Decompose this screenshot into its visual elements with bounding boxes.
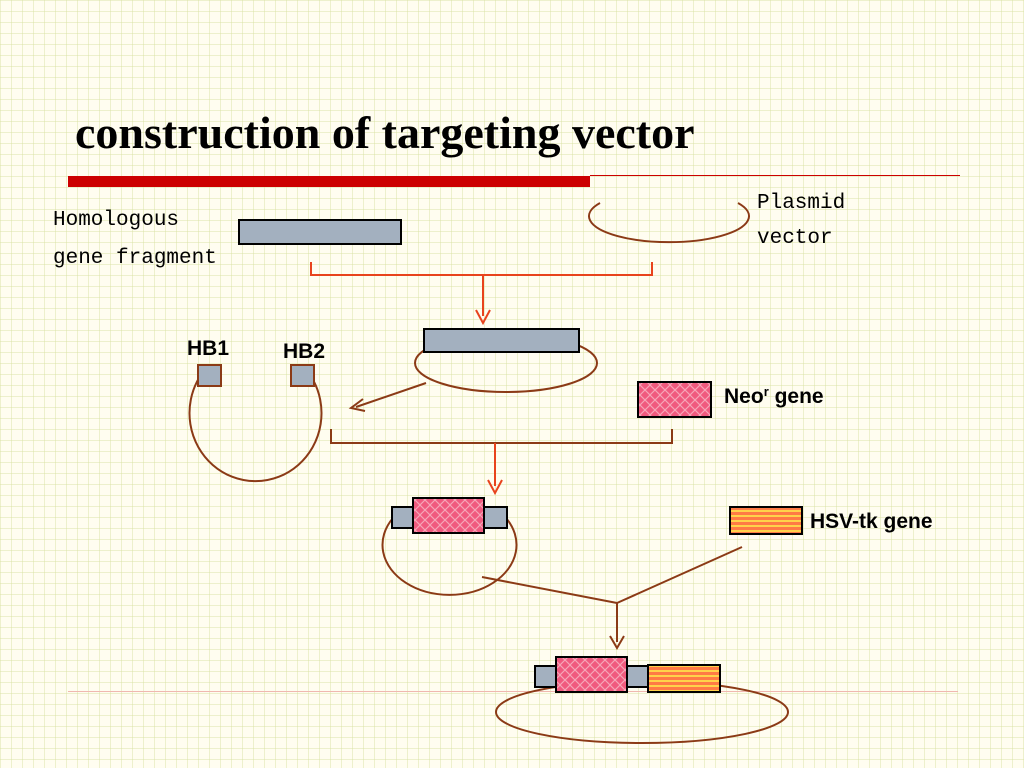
homologous-label-line1: Homologous [53,209,180,232]
homologous-fragment [238,219,402,245]
hb1-block [197,364,222,387]
homologous-label-line2: gene fragment [53,247,217,270]
slide-title: construction of targeting vector [75,107,695,158]
plasmid-vector-open-circle [588,202,750,244]
arrow-1-head [475,309,491,326]
arrow-3-head [609,635,625,650]
inserted-fragment [423,328,580,353]
neo-label-suffix: gene [768,385,824,408]
plasmid-label-line1: Plasmid [757,192,846,215]
title-underline-thin [590,175,960,176]
hb2-block [290,364,315,387]
hb2-label: HB2 [283,340,326,363]
final-neo-block [555,656,628,693]
plasmid-label-line2: vector [757,227,833,250]
final-hb1-block [534,665,559,688]
hsv-tk-gene-label: HSV-tk gene [810,510,933,533]
neo-label-superscript: r [763,384,769,399]
join-bracket-1 [310,262,653,276]
targeting-vector-plasmid [495,680,789,744]
neo-label-main: Neo [724,385,764,408]
final-hsv-tk-block [647,664,721,693]
bottom-divider [68,691,958,692]
neo-gene-label: Neor gene [724,385,824,407]
merge-line-left [481,576,618,604]
hb1-label: HB1 [187,337,230,360]
arrow-2-head [487,479,503,496]
neo-hb2-block [483,506,508,529]
cut-plasmid-circle [188,377,323,483]
cut-arrow-head [348,398,366,412]
merge-line-right [616,546,743,604]
neo-insert-block [412,497,485,534]
neo-hb1-block [391,506,416,529]
neo-gene-block [637,381,712,418]
plasmid-with-neo-circle [381,517,518,596]
cut-arrow-shaft [355,382,427,408]
hsv-tk-gene-block [729,506,803,535]
join-bracket-2 [330,429,673,444]
final-hb2-block [626,665,651,688]
title-underline-thick [68,176,590,187]
